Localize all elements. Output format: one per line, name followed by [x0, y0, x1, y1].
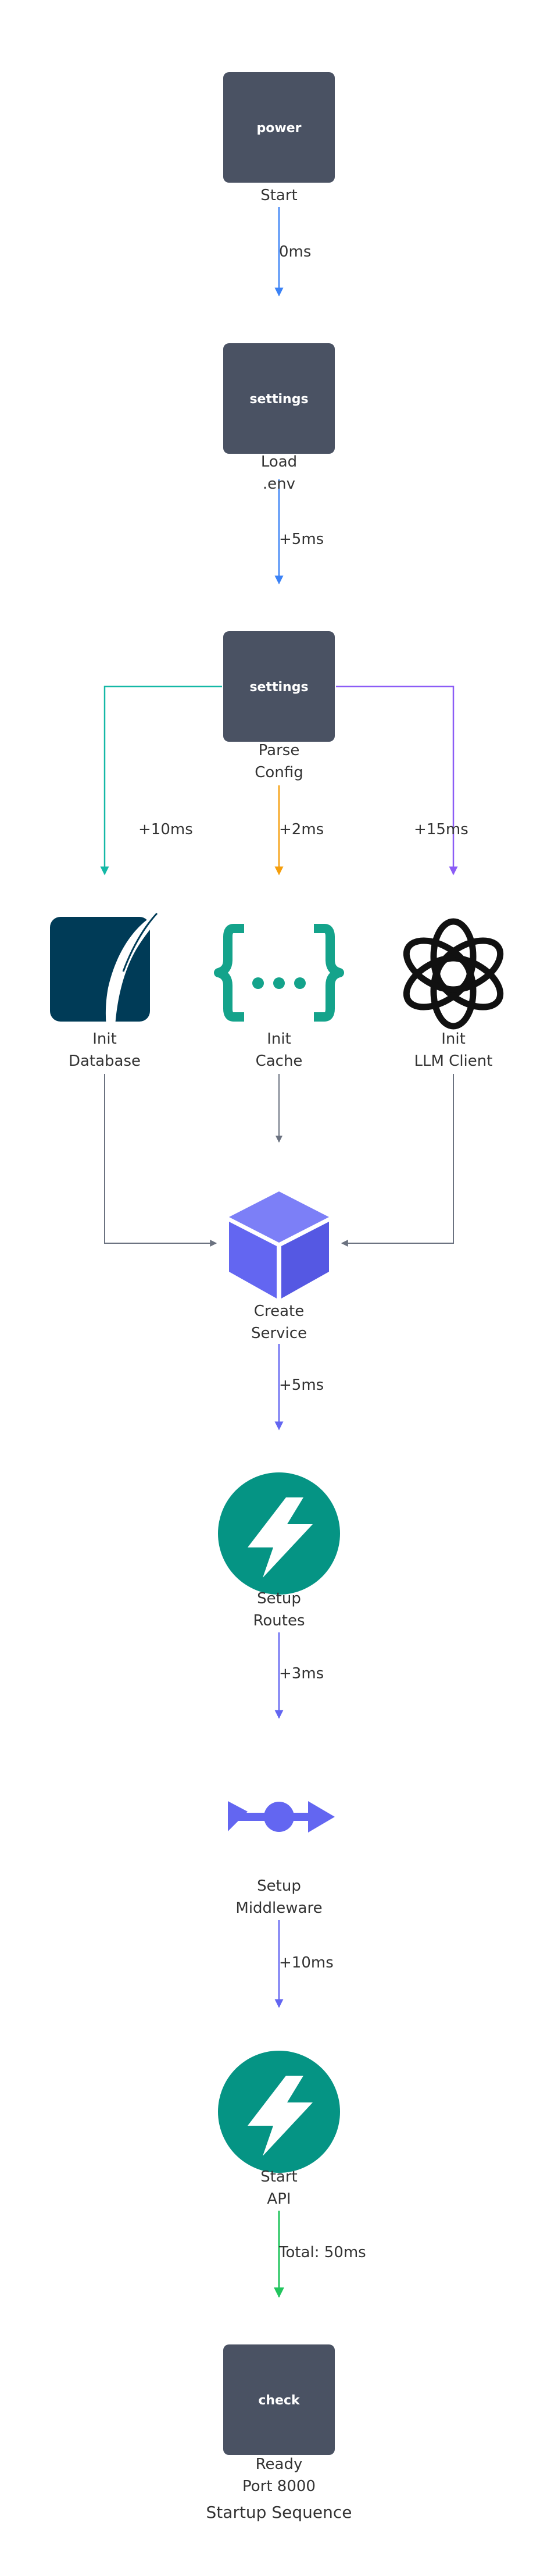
edge-labels: 0ms +5ms +10ms +2ms +15ms +5ms +3ms +10m…	[138, 243, 468, 2261]
node-setup-middleware[interactable]: Setup Middleware	[228, 1801, 335, 1917]
settings-box	[223, 631, 335, 742]
diagram-title: Startup Sequence	[206, 2503, 352, 2522]
node-create-service-label-line2: Service	[251, 1325, 307, 1342]
node-parse-config-label-line2: Config	[255, 764, 303, 781]
braces-icon	[214, 924, 344, 1022]
node-setup-middleware-label-line2: Middleware	[235, 1899, 322, 1917]
settings-icon: settings	[249, 392, 308, 407]
edge-label-middleware-to-api: +10ms	[279, 1954, 334, 1972]
node-init-llm-client-label-line2: LLM Client	[414, 1052, 493, 1070]
fastapi-icon	[218, 1472, 340, 1595]
edge-label-api-to-ready: Total: 50ms	[278, 2244, 366, 2261]
openai-icon	[403, 918, 504, 1030]
edges	[100, 207, 458, 2298]
node-create-service[interactable]: Create Service	[229, 1191, 329, 1342]
edge-db-to-service	[104, 1074, 217, 1247]
node-setup-routes-label-line2: Routes	[253, 1612, 305, 1629]
node-parse-config-label-line1: Parse	[259, 742, 300, 759]
node-ready-label-line2: Port 8000	[242, 2478, 316, 2495]
node-init-llm-client-label-line1: Init	[441, 1030, 466, 1048]
node-start-api-label-line2: API	[267, 2190, 291, 2208]
node-create-service-label-line1: Create	[254, 1303, 304, 1320]
node-load-env-label-line1: Load	[261, 453, 297, 471]
settings-icon: settings	[249, 680, 308, 695]
node-init-cache[interactable]: Init Cache	[214, 924, 344, 1070]
node-start-label: Start	[260, 187, 298, 204]
node-setup-routes-label-line1: Setup	[257, 1590, 301, 1607]
cube-icon	[229, 1191, 329, 1298]
edge-label-parse-to-cache: +2ms	[279, 821, 324, 838]
node-init-database-label-line1: Init	[92, 1030, 117, 1048]
edge-llm-to-service	[341, 1074, 454, 1247]
power-icon: power	[257, 121, 302, 136]
edge-parse-to-llm	[336, 685, 458, 876]
sqlite-icon	[50, 912, 159, 1049]
node-setup-routes[interactable]: Setup Routes	[218, 1472, 340, 1629]
edge-label-service-to-routes: +5ms	[279, 1376, 324, 1394]
middleware-icon	[228, 1801, 335, 1833]
edge-label-parse-to-llm: +15ms	[414, 821, 468, 838]
edge-label-parse-to-db: +10ms	[138, 821, 193, 838]
node-init-database-label-line2: Database	[69, 1052, 141, 1070]
node-init-database[interactable]: Init Database	[50, 912, 159, 1070]
node-parse-config[interactable]: settings Parse Config	[223, 631, 335, 781]
node-ready-label-line1: Ready	[256, 2456, 303, 2473]
node-init-cache-label-line2: Cache	[256, 1052, 303, 1070]
node-start-api[interactable]: Start API	[218, 2051, 340, 2208]
node-load-env-label-line2: .env	[263, 475, 295, 493]
edge-label-load-to-parse: +5ms	[279, 531, 324, 548]
edge-label-start-to-load: 0ms	[279, 243, 311, 261]
edge-label-routes-to-middleware: +3ms	[279, 1665, 324, 1682]
check-box	[223, 2344, 335, 2455]
node-init-llm-client[interactable]: Init LLM Client	[398, 918, 509, 1070]
node-start-api-label-line1: Start	[260, 2168, 298, 2186]
node-ready[interactable]: check Ready Port 8000	[223, 2344, 335, 2495]
fastapi-icon	[218, 2051, 340, 2173]
settings-box	[223, 343, 335, 454]
edge-parse-to-db	[100, 685, 222, 876]
node-init-cache-label-line1: Init	[267, 1030, 291, 1048]
power-box	[223, 72, 335, 183]
check-icon: check	[258, 2393, 301, 2408]
node-setup-middleware-label-line1: Setup	[257, 1877, 301, 1895]
node-load-env[interactable]: settings Load .env	[223, 343, 335, 493]
node-start[interactable]: power Start	[223, 72, 335, 204]
